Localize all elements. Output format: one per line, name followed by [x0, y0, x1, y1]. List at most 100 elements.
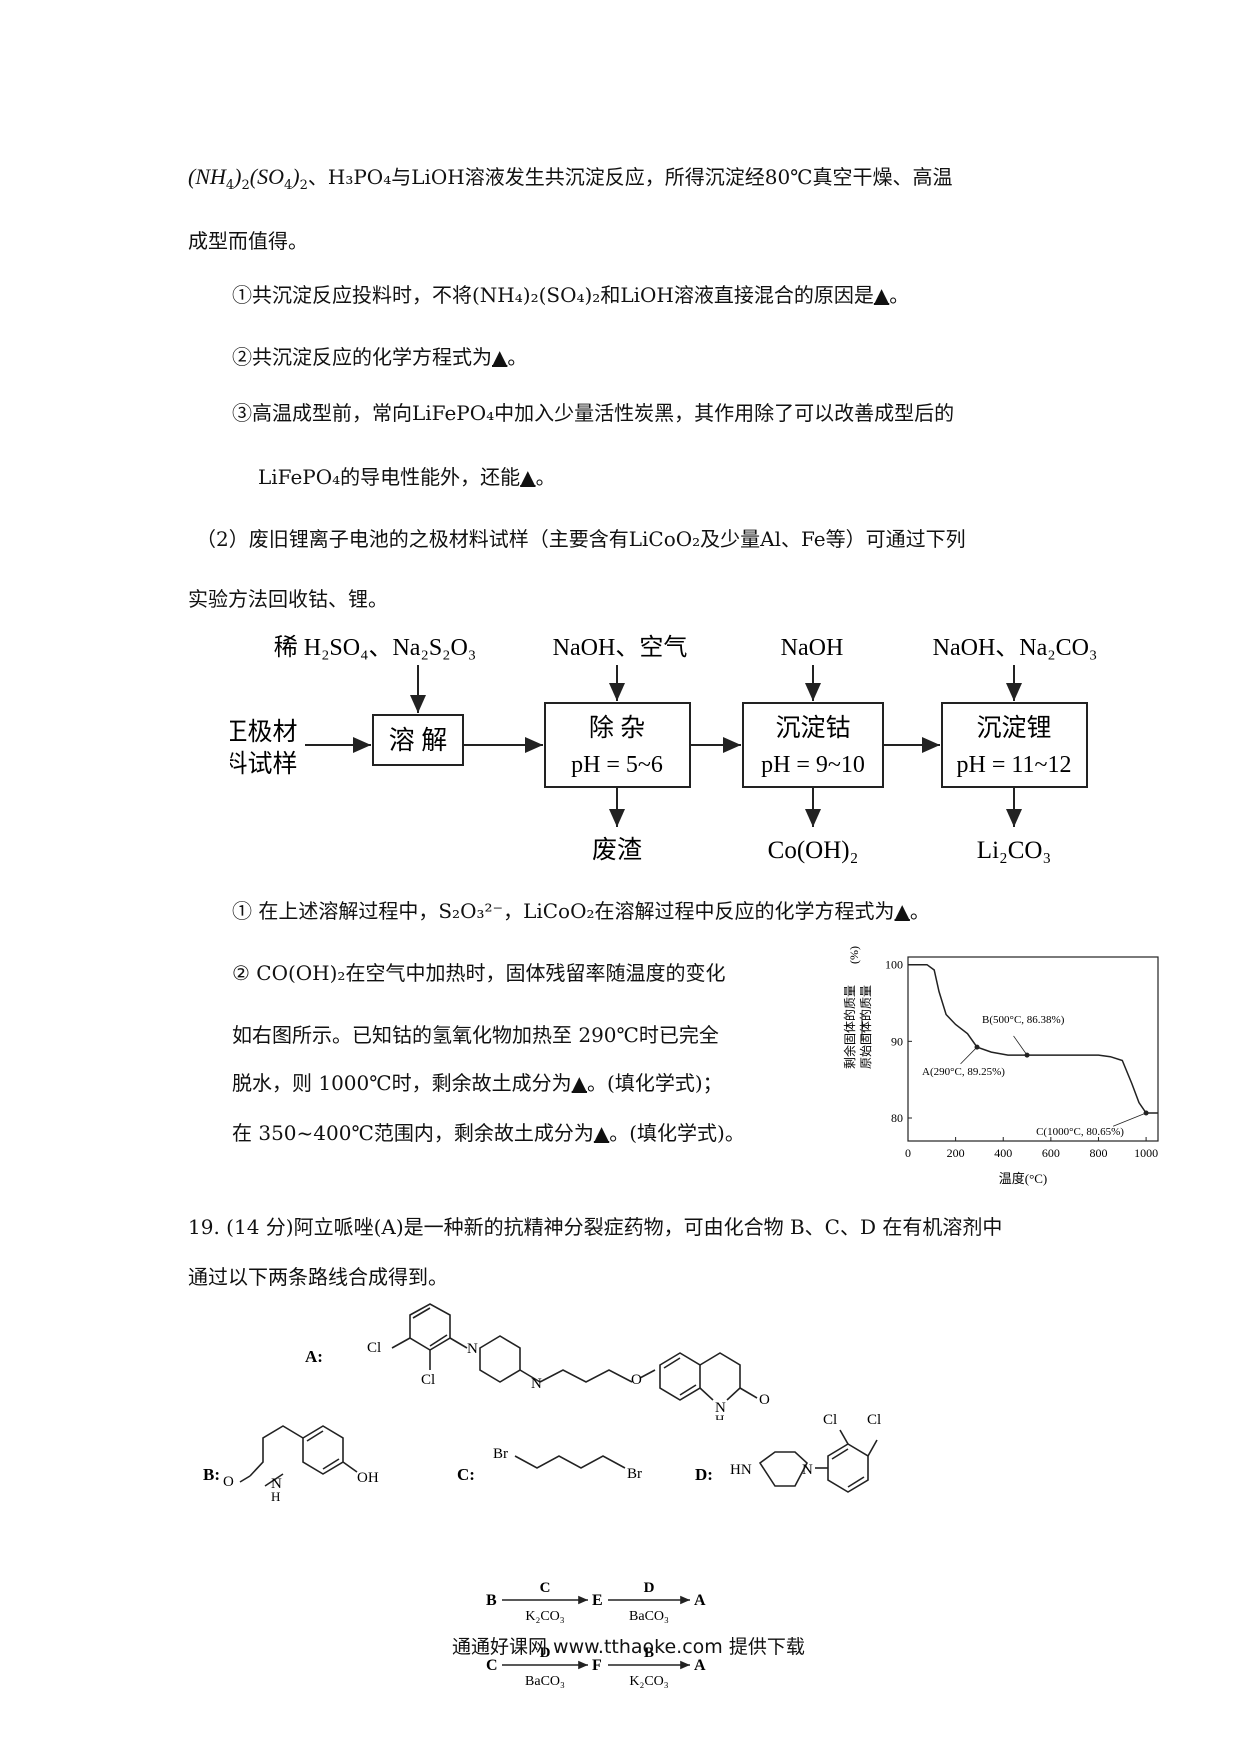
part2-line1: （2）废旧锂离子电池的之极材料试样（主要含有LiCoO₂及少量Al、Fe等）可通… — [196, 527, 966, 551]
br-2: Br — [627, 1466, 642, 1482]
route1-end: A — [694, 1592, 706, 1609]
route1-start: B — [486, 1592, 497, 1609]
x-tick-label: 400 — [994, 1146, 1012, 1160]
start-material-1: 正极材 — [230, 718, 298, 746]
subquestion-2-line2: 如右图所示。已知钴的氢氧化物加热至 290℃时已完全 — [232, 1023, 719, 1047]
residue-curve — [908, 963, 1158, 1114]
box-cobalt-label: 沉淀钴 — [775, 714, 850, 742]
x-tick-label: 800 — [1089, 1146, 1107, 1160]
box-cobalt — [742, 702, 884, 788]
structures-bcd: B: O N H OH C: Br Br D: HN N Cl — [203, 1412, 881, 1504]
output-cobalt: Co(OH)₂ — [768, 837, 859, 864]
reagent-1: 稀 H₂SO₄、Na₂S₂O₃ — [274, 634, 477, 661]
question-2: ②共沉淀反应的化学方程式为▲。 — [232, 345, 528, 369]
chart-ylabel-top: 剩余固体的质量 — [842, 985, 857, 1069]
answer-blank[interactable]: ▲ — [593, 1121, 610, 1145]
oh-b: OH — [357, 1470, 379, 1486]
x-tick-label: 0 — [905, 1146, 911, 1160]
o-b: O — [223, 1474, 234, 1490]
route1-mid: E — [592, 1592, 603, 1609]
n-2: N — [531, 1376, 542, 1392]
o-a: O — [759, 1392, 770, 1408]
part2-line2: 实验方法回收钴、锂。 — [188, 587, 388, 611]
answer-blank[interactable]: ▲ — [894, 899, 910, 923]
route1-reagent1: C — [540, 1580, 551, 1596]
chart-xlabel: 温度(°C) — [999, 1171, 1048, 1186]
n-1: N — [467, 1341, 478, 1357]
x-tick-label: 200 — [947, 1146, 965, 1160]
annotation-leader — [1013, 1035, 1028, 1056]
subquestion-2-line1: ② CO(OH)₂在空气中加热时，固体残留率随温度的变化 — [232, 961, 726, 985]
route2-start: C — [486, 1657, 498, 1674]
y-tick-label: 100 — [885, 958, 903, 972]
route2-reagent1: D — [540, 1645, 551, 1661]
cl-d1: Cl — [823, 1412, 837, 1428]
box-lithium-label: 沉淀锂 — [976, 714, 1051, 742]
chart-frame — [907, 956, 1159, 1142]
answer-blank[interactable]: ▲ — [492, 345, 508, 369]
annotation-label: C(1000°C, 80.65%) — [1036, 1126, 1124, 1138]
reagent-2: NaOH、空气 — [553, 634, 688, 661]
route2-end: A — [694, 1657, 706, 1674]
para1-line1: (NH4)2(SO4)2、H₃PO₄与LiOH溶液发生共沉淀反应，所得沉淀经80… — [188, 164, 953, 193]
process-flow-diagram: 稀 H₂SO₄、Na₂S₂O₃ NaOH、空气 NaOH NaOH、Na₂CO₃… — [230, 634, 1098, 864]
annotation-label: B(500°C, 86.38%) — [982, 1014, 1065, 1026]
label-a: A: — [305, 1347, 323, 1366]
label-b: B: — [203, 1465, 220, 1484]
route2-reagent2: B — [644, 1645, 654, 1661]
chart-yunit: (%) — [847, 946, 861, 964]
route1-reagent2: D — [644, 1580, 655, 1596]
cl-1: Cl — [367, 1340, 381, 1356]
annotation-leader — [960, 1046, 978, 1065]
route1-base1: K₂CO₃ — [525, 1609, 564, 1624]
output-lithium: Li₂CO₃ — [977, 837, 1051, 864]
box-dissolve — [372, 714, 464, 766]
n-d: N — [802, 1462, 813, 1478]
start-material-2: 料试样 — [230, 750, 298, 778]
reagent-4: NaOH、Na₂CO₃ — [933, 635, 1098, 661]
answer-blank[interactable]: ▲ — [571, 1071, 588, 1095]
cl-2: Cl — [421, 1372, 435, 1388]
answer-blank[interactable]: ▲ — [520, 465, 536, 489]
br-1: Br — [493, 1446, 508, 1462]
cl-d2: Cl — [867, 1412, 881, 1428]
answer-blank[interactable]: ▲ — [873, 283, 890, 307]
reagent-3: NaOH — [781, 635, 844, 661]
hn-d: HN — [730, 1462, 752, 1478]
subquestion-2-line4: 在 350~400℃范围内，剩余故土成分为▲。(填化学式)。 — [232, 1121, 745, 1145]
synthesis-routes: B C K₂CO₃ E D BaCO₃ A C D BaCO₃ F B K₂CO… — [486, 1580, 706, 1689]
route2-mid: F — [592, 1657, 602, 1674]
structure-a: A: Cl Cl N N O N H O — [305, 1303, 770, 1420]
q19-line1: 19. (14 分)阿立哌唑(A)是一种新的抗精神分裂症药物，可由化合物 B、C… — [188, 1215, 1003, 1239]
para1-line2: 成型而值得。 — [188, 229, 308, 253]
nh-b-h: H — [271, 1489, 280, 1504]
nh-a: N — [715, 1400, 726, 1416]
box-impurity-ph: pH = 5~6 — [571, 752, 663, 778]
route1-base2: BaCO₃ — [629, 1609, 669, 1624]
o-ether: O — [631, 1372, 642, 1388]
subquestion-1: ① 在上述溶解过程中，S₂O₃²⁻，LiCoO₂在溶解过程中反应的化学方程式为▲… — [232, 899, 930, 923]
y-tick-label: 90 — [891, 1034, 903, 1048]
label-d: D: — [695, 1465, 713, 1484]
route2-base1: BaCO₃ — [525, 1674, 565, 1689]
box-impurity-label: 除 杂 — [589, 714, 645, 742]
box-lithium-ph: pH = 11~12 — [957, 752, 1072, 778]
h-a: H — [715, 1412, 724, 1420]
subquestion-2-line3: 脱水，则 1000℃时，剩余故土成分为▲。(填化学式)； — [232, 1071, 723, 1095]
chart-ylabel-bottom: 原始固体的质量 — [858, 985, 873, 1069]
box-cobalt-ph: pH = 9~10 — [761, 752, 865, 778]
x-tick-label: 600 — [1042, 1146, 1060, 1160]
annotation-leader — [1112, 1112, 1147, 1127]
q19-line2: 通过以下两条路线合成得到。 — [188, 1265, 448, 1289]
route2-base2: K₂CO₃ — [629, 1674, 668, 1689]
box-dissolve-label: 溶 解 — [389, 726, 448, 755]
label-c: C: — [457, 1465, 475, 1484]
box-impurity — [544, 702, 691, 788]
x-tick-label: 1000 — [1134, 1146, 1158, 1160]
watermark: 通通好课网 www.tthaoke.com 提供下载 — [452, 1636, 805, 1658]
nh-b-n: N — [271, 1476, 282, 1492]
question-3-line2: LiFePO₄的导电性能外，还能▲。 — [258, 465, 556, 489]
question-1: ①共沉淀反应投料时，不将(NH₄)₂(SO₄)₂和LiOH溶液直接混合的原因是▲… — [232, 283, 910, 307]
